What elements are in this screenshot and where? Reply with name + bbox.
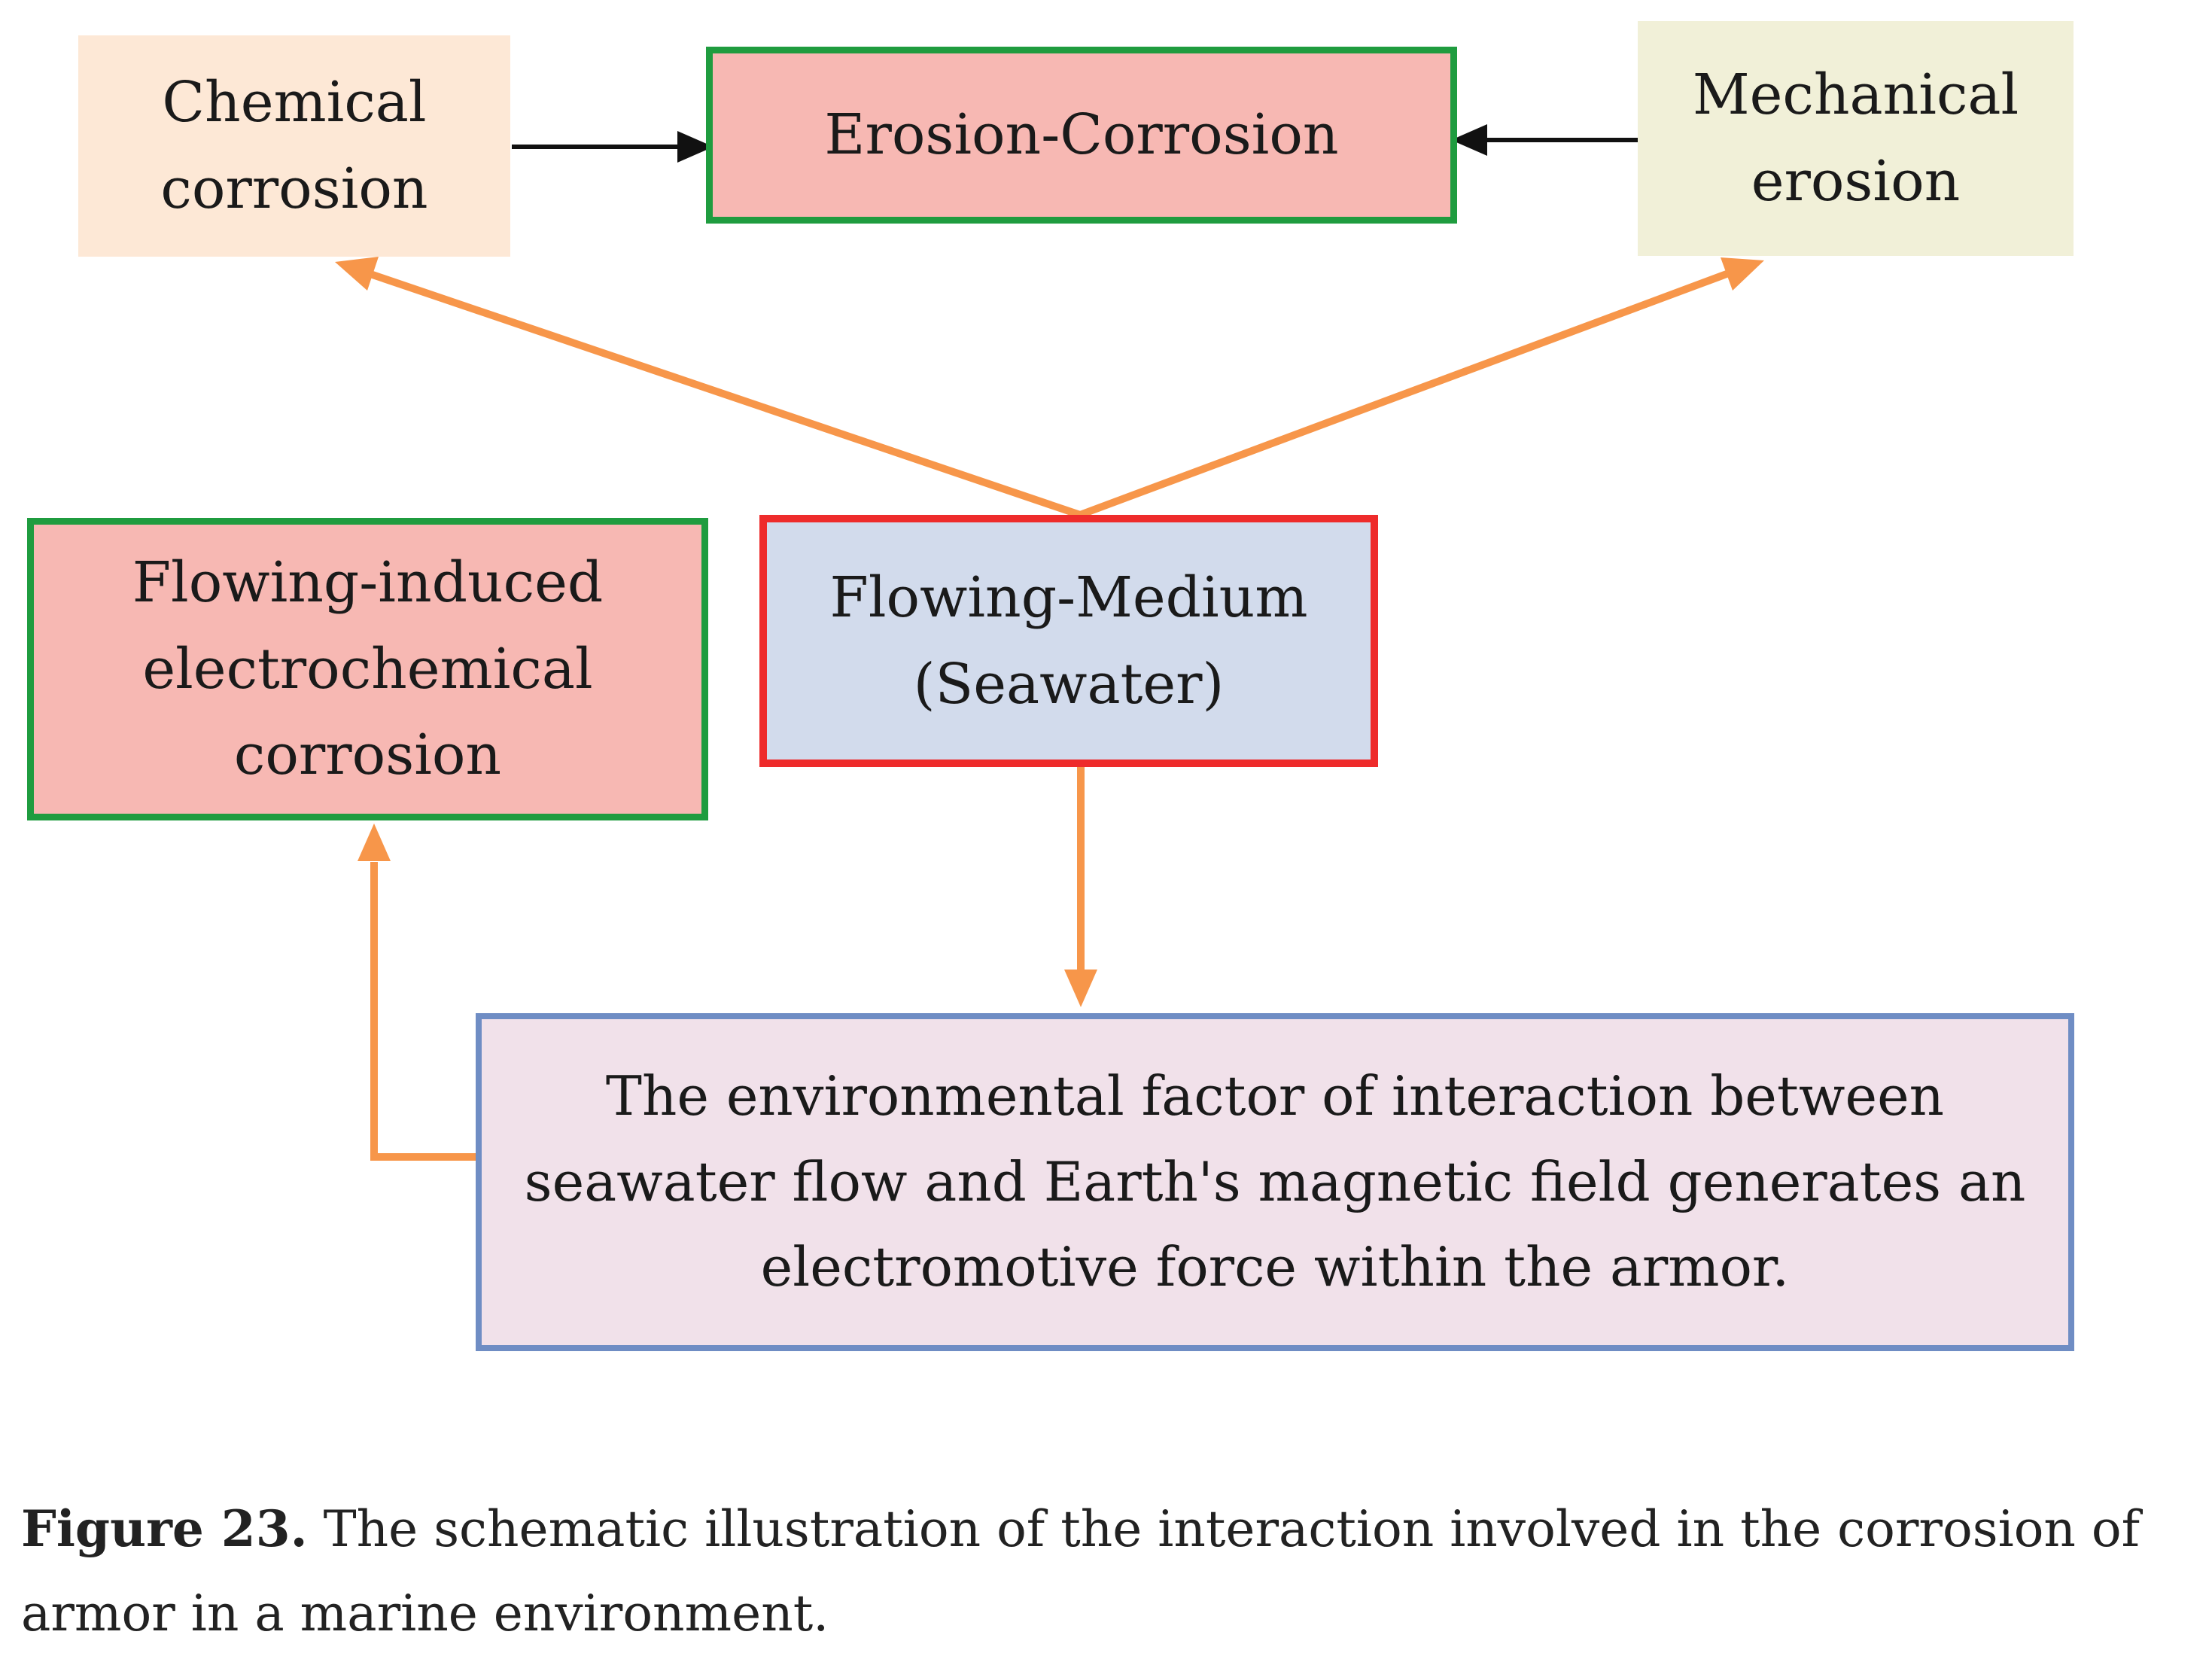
node-flowing-medium: Flowing-Medium (Seawater) xyxy=(759,515,1378,767)
node-flowing-induced-corrosion: Flowing-induced electrochemical corrosio… xyxy=(27,518,708,820)
node-flowing-medium-line-1: Flowing-Medium xyxy=(829,565,1308,630)
node-mechanical-erosion-line-2: erosion xyxy=(1751,149,1961,214)
edge-medium-to-chemical xyxy=(369,271,1084,519)
node-chemical-corrosion: Chemical corrosion xyxy=(78,35,510,257)
figure-caption-label: Figure 23. xyxy=(21,1499,308,1558)
node-flowing-induced-line-1: Flowing-induced xyxy=(132,549,604,615)
edge-medium-to-mechanical xyxy=(1076,270,1730,519)
figure-caption-text: The schematic illustration of the intera… xyxy=(21,1500,2140,1642)
node-flowing-induced-line-2: electrochemical xyxy=(142,636,593,702)
node-environmental-factor: The environmental factor of interaction … xyxy=(476,1013,2074,1351)
node-environmental-factor-line-1: The environmental factor of interaction … xyxy=(605,1064,1945,1128)
arrowhead-medium-to-environmental-factor xyxy=(1064,970,1097,1007)
arrowhead-environmental-factor-to-flowing-induced xyxy=(358,823,391,861)
node-flowing-induced-line-3: corrosion xyxy=(233,723,502,788)
edge-environmental-factor-to-flowing-induced xyxy=(370,862,476,1161)
node-erosion-corrosion-line-1: Erosion-Corrosion xyxy=(824,102,1339,168)
node-environmental-factor-line-3: electromotive force within the armor. xyxy=(760,1235,1790,1299)
node-environmental-factor-line-2: seawater flow and Earth's magnetic field… xyxy=(524,1149,2026,1213)
node-chemical-corrosion-line-2: corrosion xyxy=(160,157,428,221)
node-mechanical-erosion-line-1: Mechanical xyxy=(1692,62,2019,128)
arrowhead-medium-to-mechanical xyxy=(1721,257,1764,291)
node-mechanical-erosion: Mechanical erosion xyxy=(1638,21,2074,256)
node-erosion-corrosion: Erosion-Corrosion xyxy=(706,47,1457,224)
node-chemical-corrosion-line-1: Chemical xyxy=(162,70,427,135)
node-flowing-medium-line-2: (Seawater) xyxy=(913,651,1225,717)
arrowhead-medium-to-chemical xyxy=(335,257,379,291)
figure-caption: Figure 23. The schematic illustration of… xyxy=(21,1487,2204,1656)
